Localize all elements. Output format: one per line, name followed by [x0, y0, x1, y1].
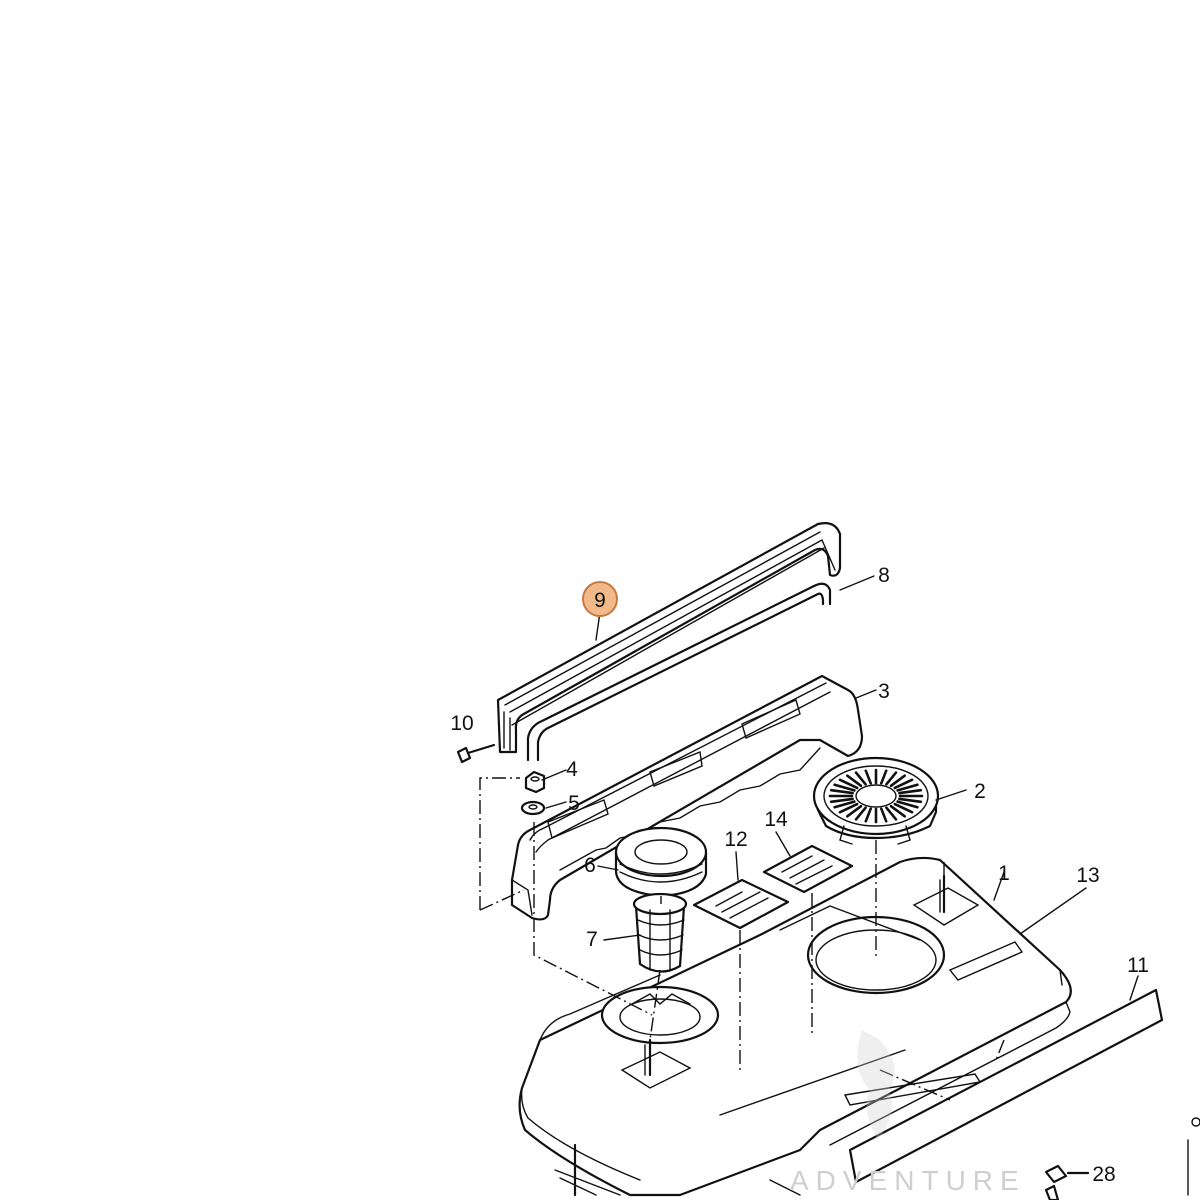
- part-9-top-cover[interactable]: [496, 522, 842, 754]
- vent-slot: [889, 804, 907, 818]
- vent-slot: [896, 783, 919, 792]
- label-part-13[interactable]: 13: [1076, 864, 1099, 887]
- label-part-14[interactable]: 14: [764, 808, 788, 831]
- vent-slot: [838, 802, 859, 814]
- part-6-filler-cap[interactable]: [614, 826, 708, 898]
- vent-slot: [885, 806, 898, 821]
- lower-bracket: [554, 1143, 801, 1197]
- edge-fragment: [1187, 1117, 1200, 1196]
- part-12-label[interactable]: [692, 878, 790, 930]
- vent-slot: [879, 807, 888, 823]
- label-part-28[interactable]: 28: [1092, 1163, 1115, 1186]
- part-3-side-cover[interactable]: [510, 674, 864, 921]
- part-7-strainer[interactable]: [632, 892, 688, 973]
- vent-slot: [898, 788, 923, 795]
- vent-slot: [885, 771, 898, 786]
- label-part-3[interactable]: 3: [878, 680, 890, 703]
- part-11-trim-strip[interactable]: [848, 988, 1164, 1184]
- part-2-vent-cap[interactable]: [812, 756, 940, 845]
- vent-slot: [896, 800, 919, 809]
- label-part-11[interactable]: 11: [1127, 954, 1149, 977]
- vent-slot: [864, 769, 873, 785]
- vent-slot: [854, 806, 867, 821]
- vent-slot: [879, 769, 888, 785]
- vent-slot: [864, 807, 873, 823]
- label-part-1[interactable]: 1: [998, 862, 1010, 885]
- vent-slot: [845, 804, 863, 818]
- vent-slot: [838, 778, 859, 790]
- highlight-marker: [582, 581, 618, 617]
- vent-slot: [893, 778, 914, 790]
- part-4-nut[interactable]: [524, 770, 546, 794]
- vent-slot: [829, 788, 854, 795]
- label-part-8[interactable]: 8: [878, 564, 890, 587]
- vent-slot: [845, 774, 863, 788]
- vent-slot: [893, 802, 914, 814]
- label-part-5[interactable]: 5: [568, 792, 580, 815]
- vent-slot: [833, 783, 856, 792]
- vent-slot: [854, 771, 867, 786]
- part-1-body[interactable]: [518, 856, 1072, 1197]
- watermark-logo-icon: [857, 1030, 895, 1140]
- part-10-screw[interactable]: [456, 743, 496, 764]
- label-part-12[interactable]: 12: [724, 828, 747, 851]
- leader-lines: [541, 575, 1139, 1001]
- vent-slot: [889, 774, 907, 788]
- label-part-6[interactable]: 6: [584, 854, 596, 877]
- part-5-washer[interactable]: [520, 800, 546, 816]
- part-28-clip[interactable]: [1044, 1164, 1090, 1200]
- vent-slot: [833, 800, 856, 809]
- assembly-centerlines: [479, 777, 1005, 1101]
- label-part-7[interactable]: 7: [586, 928, 598, 951]
- label-part-4[interactable]: 4: [566, 758, 578, 781]
- label-part-10[interactable]: 10: [450, 712, 473, 735]
- part-8-seal[interactable]: [526, 582, 832, 762]
- label-part-2[interactable]: 2: [974, 780, 986, 803]
- part-14-label[interactable]: [762, 844, 854, 894]
- label-part-9[interactable]: 9: [594, 589, 606, 612]
- vent-slot: [829, 797, 854, 804]
- vent-slot: [898, 797, 923, 804]
- watermark-text: ADVENTURE: [790, 1165, 1026, 1196]
